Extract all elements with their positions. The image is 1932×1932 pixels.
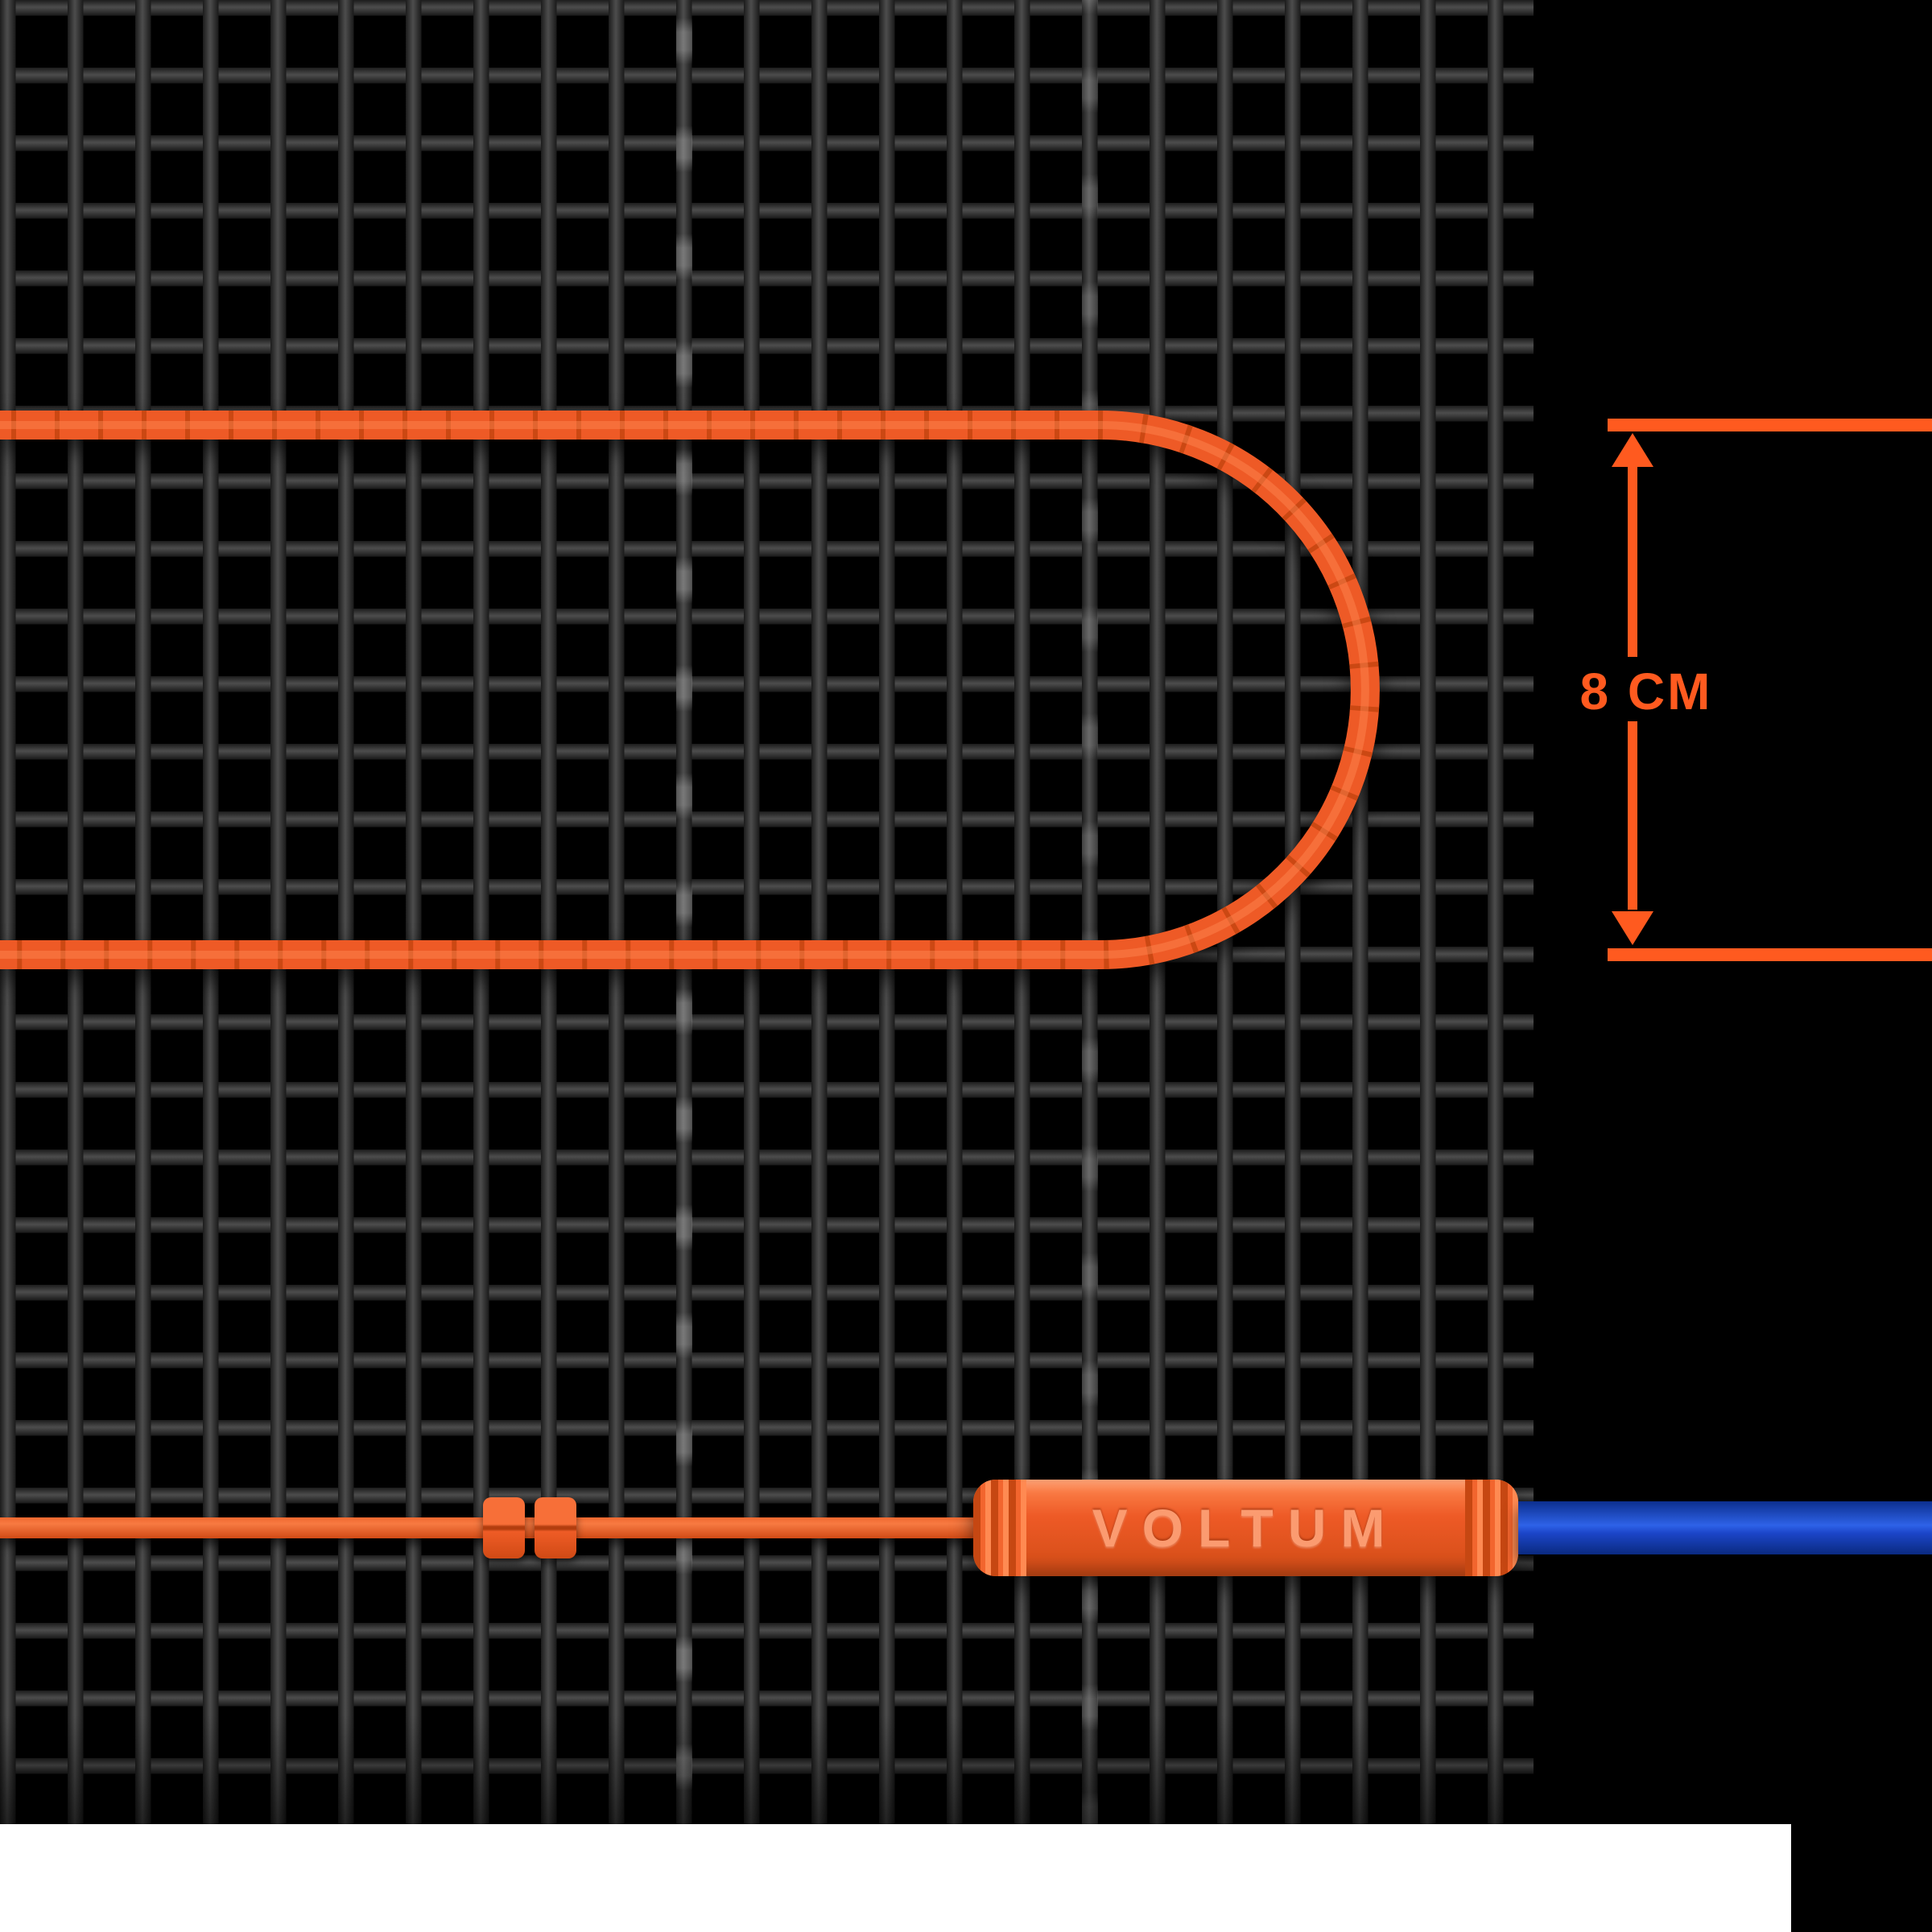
brand-label: VOLTUM xyxy=(1092,1498,1400,1558)
heating-cable-twist xyxy=(0,411,1380,969)
heating-cable-sheen xyxy=(0,421,1369,959)
dimension-arrow-down-icon xyxy=(1612,911,1653,945)
floor-strip xyxy=(0,1824,1791,1932)
dimension-label: 8 CM xyxy=(1579,663,1713,720)
splice-clip xyxy=(483,1497,525,1558)
mesh-highlight xyxy=(1082,0,1098,1824)
connector-ridges-right xyxy=(1465,1480,1518,1576)
heating-cable-core xyxy=(0,411,1380,969)
connector-ridges-left xyxy=(973,1480,1026,1576)
dimension-line-lower xyxy=(1628,721,1637,910)
dimension-arrow-up-icon xyxy=(1612,433,1653,467)
mesh-bottom-shadow xyxy=(0,1715,1534,1824)
connector-sleeve: VOLTUM xyxy=(973,1480,1518,1576)
power-cord-blue xyxy=(1518,1501,1932,1554)
splice-clip xyxy=(535,1497,576,1558)
dimension-extension-line-bottom xyxy=(1608,948,1932,961)
dimension-extension-line-top xyxy=(1608,419,1932,431)
mesh-highlight xyxy=(676,0,692,1824)
dimension-line-upper xyxy=(1628,467,1637,657)
